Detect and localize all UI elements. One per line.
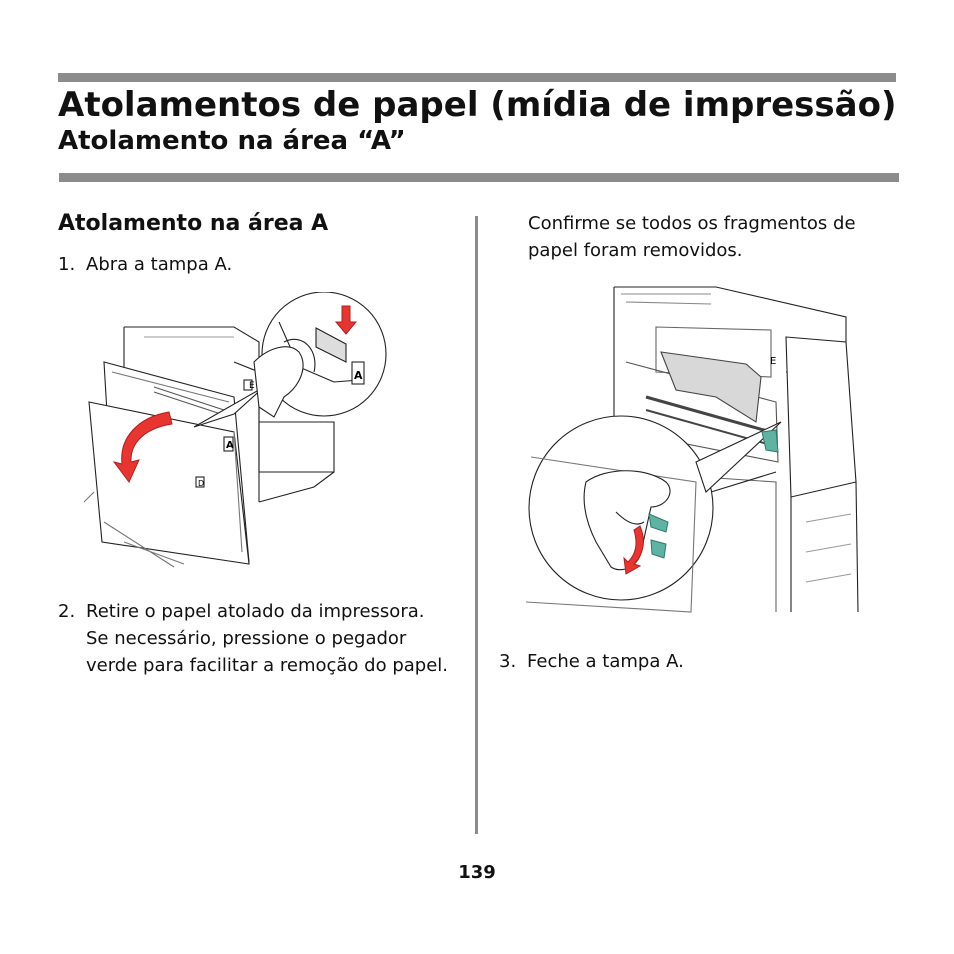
zoom-cover-label-a: A — [354, 369, 363, 382]
step-1: 1. Abra a tampa A. — [58, 251, 438, 278]
cover-door-label-d: D — [198, 479, 204, 488]
step-3-text: Feche a tampa A. — [527, 651, 684, 672]
cover-label-a: A — [226, 440, 234, 451]
page-title: Atolamentos de papel (mídia de impressão… — [58, 85, 897, 125]
confirm-fragments-text: Confirme se todos os fragmentos de papel… — [528, 213, 856, 261]
step-2-text: Retire o papel atolado da impressora. Se… — [86, 601, 448, 676]
step-2: 2. Retire o papel atolado da impressora.… — [58, 598, 448, 679]
open-cover-illustration: E D A A — [83, 291, 390, 572]
step-3: 3. Feche a tampa A. — [499, 648, 879, 675]
printer-side-label-e: E — [770, 356, 776, 367]
step-1-text: Abra a tampa A. — [86, 254, 233, 275]
page-number: 139 — [458, 862, 496, 883]
step-1-number: 1. — [58, 254, 76, 275]
header-bottom-rule — [59, 173, 899, 182]
remove-paper-illustration: E — [525, 282, 860, 616]
column-divider — [475, 216, 478, 834]
step-2-number: 2. — [58, 601, 76, 622]
section-heading: Atolamento na área A — [58, 211, 329, 236]
step-3-number: 3. — [499, 651, 517, 672]
cover-side-label-e: E — [249, 381, 255, 391]
page-subtitle: Atolamento na área “A” — [58, 126, 406, 156]
header-top-rule — [58, 73, 896, 82]
